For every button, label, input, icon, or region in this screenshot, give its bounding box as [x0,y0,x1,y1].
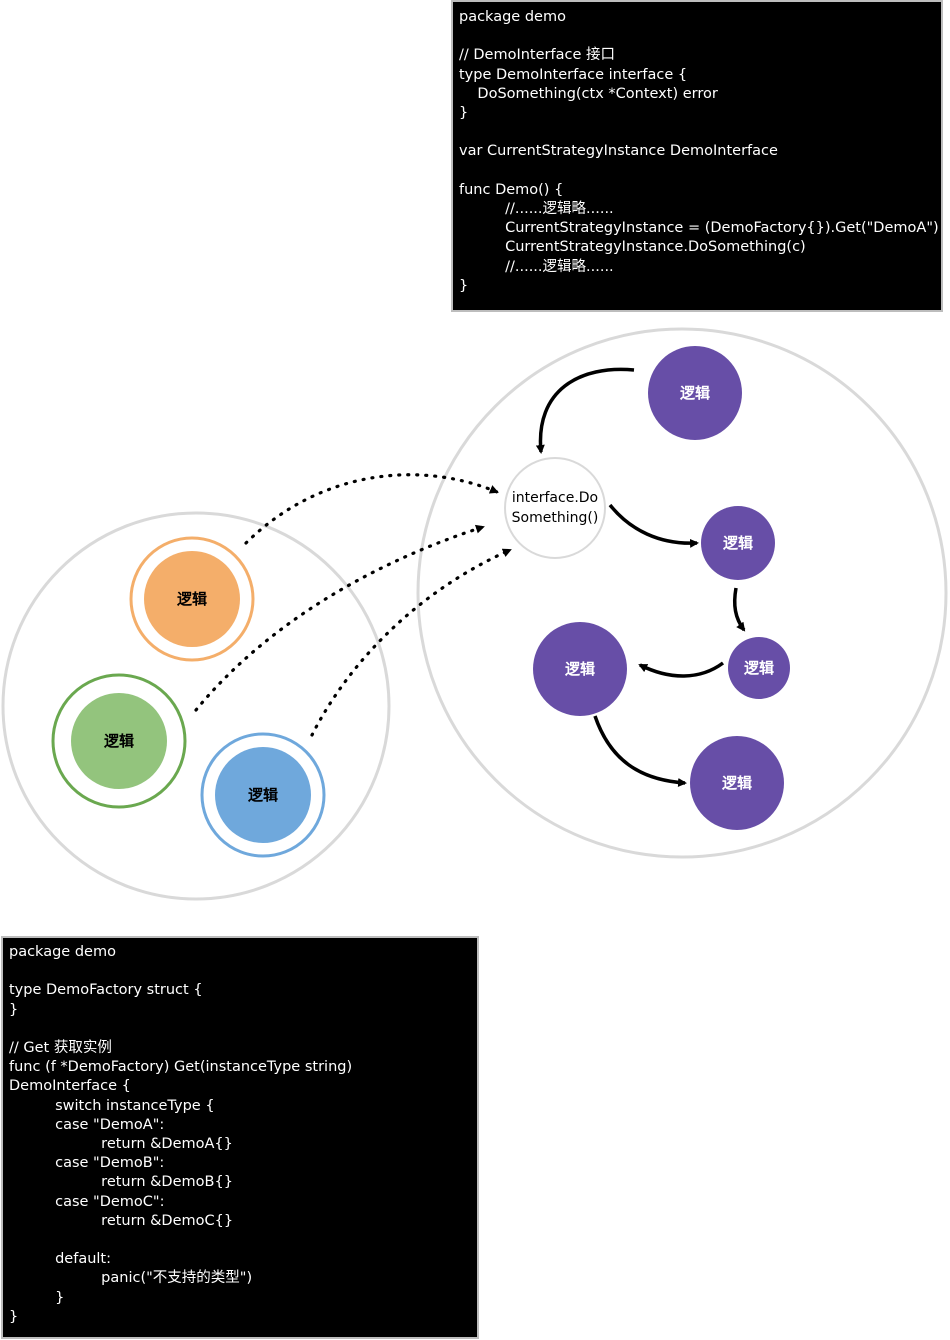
code-bottom-line: case "DemoA": [9,1116,165,1133]
logic-node-3-label: 逻辑 [744,659,774,677]
code-bottom-line: } [9,1001,19,1018]
code-bottom-line: package demo [9,944,116,960]
logic-node-1: 逻辑 [648,346,742,440]
logic-node-4-circle [533,622,627,716]
code-bottom-line: } [9,1308,19,1325]
logic-node-5-circle [690,736,784,830]
code-top-line: // DemoInterface 接口 [459,47,615,64]
code-bottom-line: type DemoFactory struct { [9,982,203,999]
code-bottom-line: return &DemoC{} [9,1212,234,1229]
code-bottom-line: DemoInterface { [9,1078,131,1095]
strategy-node-blue-core [215,747,311,843]
logic-node-4: 逻辑 [533,622,627,716]
logic-group-circle [416,327,948,859]
code-top-line: } [459,105,469,122]
code-bottom-line: func (f *DemoFactory) Get(instanceType s… [9,1059,353,1076]
logic-node-2: 逻辑 [701,506,775,580]
code-top-line: var CurrentStrategyInstance DemoInterfac… [459,143,778,160]
strategy-group-circle [1,511,391,901]
code-top-line: func Demo() { [459,181,564,198]
code-block-demo-interface: package demo // DemoInterface 接口 type De… [451,0,943,312]
strategy-node-blue: 逻辑 [200,732,326,858]
flow-arrow-4 [638,661,725,678]
strategy-node-blue-label: 逻辑 [248,786,278,804]
flow-arrow-5 [593,715,687,788]
logic-node-2-circle [701,506,775,580]
logic-node-1-label: 逻辑 [680,384,710,402]
code-top-line: //......逻辑略...... [459,201,614,218]
code-top-line: package demo [459,9,566,25]
logic-node-3-circle [728,637,790,699]
strategy-node-orange-label: 逻辑 [177,590,207,608]
dotted-arrow-orange [244,473,499,545]
code-top-line: DoSomething(ctx *Context) error [459,85,718,102]
dotted-arrow-green [194,524,485,712]
code-bottom-line: // Get 获取实例 [9,1040,112,1057]
code-text: package demo // DemoInterface 接口 type De… [459,8,941,296]
interface-node-label-line1: interface.Do [512,490,598,506]
code-top-line: CurrentStrategyInstance = (DemoFactory{}… [459,220,939,237]
code-block-demo-factory: package demo type DemoFactory struct { }… [1,936,479,1339]
code-top-line: CurrentStrategyInstance.DoSomething(c) [459,239,806,256]
code-bottom-line: switch instanceType { [9,1097,215,1114]
strategy-node-green-label: 逻辑 [104,732,134,750]
logic-node-3: 逻辑 [728,637,790,699]
flow-arrow-2 [608,503,699,548]
interface-node-label-line2: Something() [512,510,599,526]
code-bottom-line: default: [9,1251,111,1268]
code-bottom-line: case "DemoC": [9,1193,165,1210]
interface-node [504,457,606,559]
strategy-diagram: interface.Do Something() 逻辑 逻辑 逻辑 逻辑 逻辑 … [1,327,948,901]
code-bottom-line: return &DemoB{} [9,1174,233,1191]
strategy-node-orange-core [144,551,240,647]
code-top-line: } [459,277,469,294]
logic-node-2-label: 逻辑 [723,534,753,552]
flow-arrow-3 [732,587,746,632]
code-top-line: //......逻辑略...... [459,258,614,275]
strategy-node-green: 逻辑 [51,673,187,809]
code-bottom-line: } [9,1289,65,1306]
strategy-node-green-core [71,693,167,789]
code-text: package demo type DemoFactory struct { }… [9,943,477,1327]
strategy-node-orange: 逻辑 [129,536,255,662]
code-top-line: type DemoInterface interface { [459,66,688,83]
logic-node-4-label: 逻辑 [565,660,595,678]
logic-node-5: 逻辑 [690,736,784,830]
logic-node-1-circle [648,346,742,440]
strategy-node-orange-ring [129,536,255,662]
strategy-node-green-ring [51,673,187,809]
code-bottom-line: return &DemoA{} [9,1136,233,1153]
code-bottom-line: case "DemoB": [9,1155,165,1172]
strategy-node-blue-ring [200,732,326,858]
code-bottom-line: panic("不支持的类型") [9,1270,253,1287]
logic-node-5-label: 逻辑 [722,774,752,792]
flow-arrow-1 [535,367,635,454]
